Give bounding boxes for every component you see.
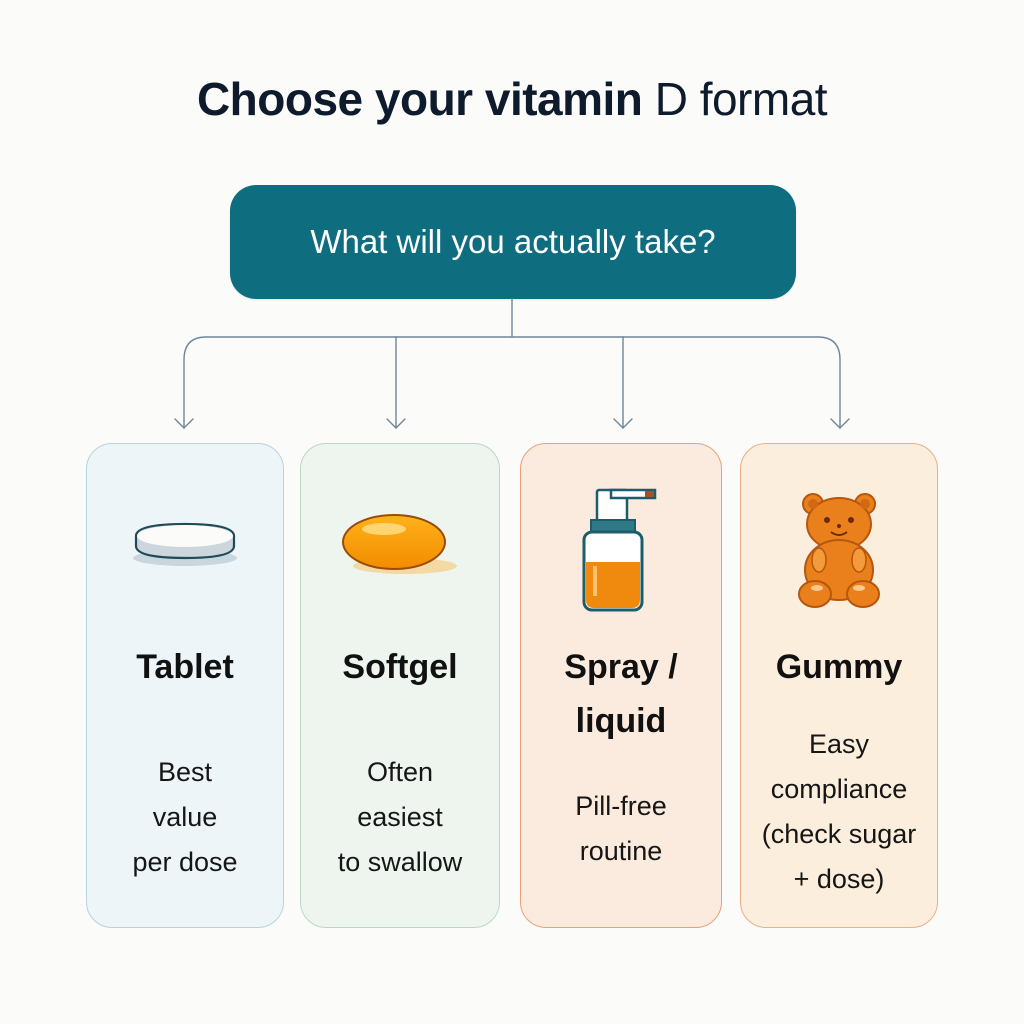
question-box: What will you actually take?	[230, 185, 796, 299]
card-description: Often easiest to swallow	[307, 750, 493, 885]
arrowhead-icon	[830, 418, 850, 429]
card-tablet[interactable]: Tablet Best value per dose	[86, 443, 284, 928]
question-text: What will you actually take?	[310, 223, 716, 260]
desc-line: Best	[157, 757, 213, 787]
desc-line: per dose	[132, 847, 238, 877]
card-description: Easy compliance (check sugar + dose)	[747, 722, 931, 902]
desc-line: Often	[366, 757, 434, 787]
desc-line: (check sugar	[761, 819, 917, 849]
desc-line: Pill-free	[575, 791, 667, 821]
page-title: Choose your vitamin D format	[0, 72, 1024, 126]
desc-line: routine	[579, 836, 663, 866]
card-title: Tablet	[136, 648, 234, 686]
card-description: Pill-free routine	[527, 784, 715, 874]
card-title-line: Spray /	[564, 648, 678, 686]
connector-to-gummy	[817, 336, 841, 429]
spray-bottle-icon	[521, 479, 721, 619]
card-softgel[interactable]: Softgel Often easiest to swallow	[300, 443, 500, 928]
desc-line: Easy	[808, 729, 870, 759]
card-title: Softgel	[342, 648, 458, 686]
card-spray-liquid[interactable]: Spray / liquid Pill-free routine	[520, 443, 722, 928]
desc-line: + dose)	[793, 864, 885, 894]
arrowhead-icon	[174, 418, 194, 429]
arrowhead-icon	[386, 418, 406, 429]
card-title: Spray / liquid	[521, 640, 721, 748]
card-gummy[interactable]: Gummy Easy compliance (check sugar + dos…	[740, 443, 938, 928]
arrowhead-icon	[613, 418, 633, 429]
desc-line: value	[152, 802, 218, 832]
desc-line: compliance	[770, 774, 908, 804]
title-bold: Choose your vitamin	[196, 73, 643, 125]
softgel-icon	[301, 474, 499, 614]
connector-to-tablet	[183, 336, 207, 429]
desc-line: to swallow	[337, 847, 463, 877]
card-title: Gummy	[775, 648, 903, 686]
gummy-bear-icon	[741, 482, 937, 622]
desc-line: easiest	[357, 802, 443, 832]
tablet-icon	[87, 474, 283, 614]
card-description: Best value per dose	[93, 750, 277, 885]
card-title-line: liquid	[575, 702, 667, 740]
title-light: D format	[654, 73, 828, 125]
